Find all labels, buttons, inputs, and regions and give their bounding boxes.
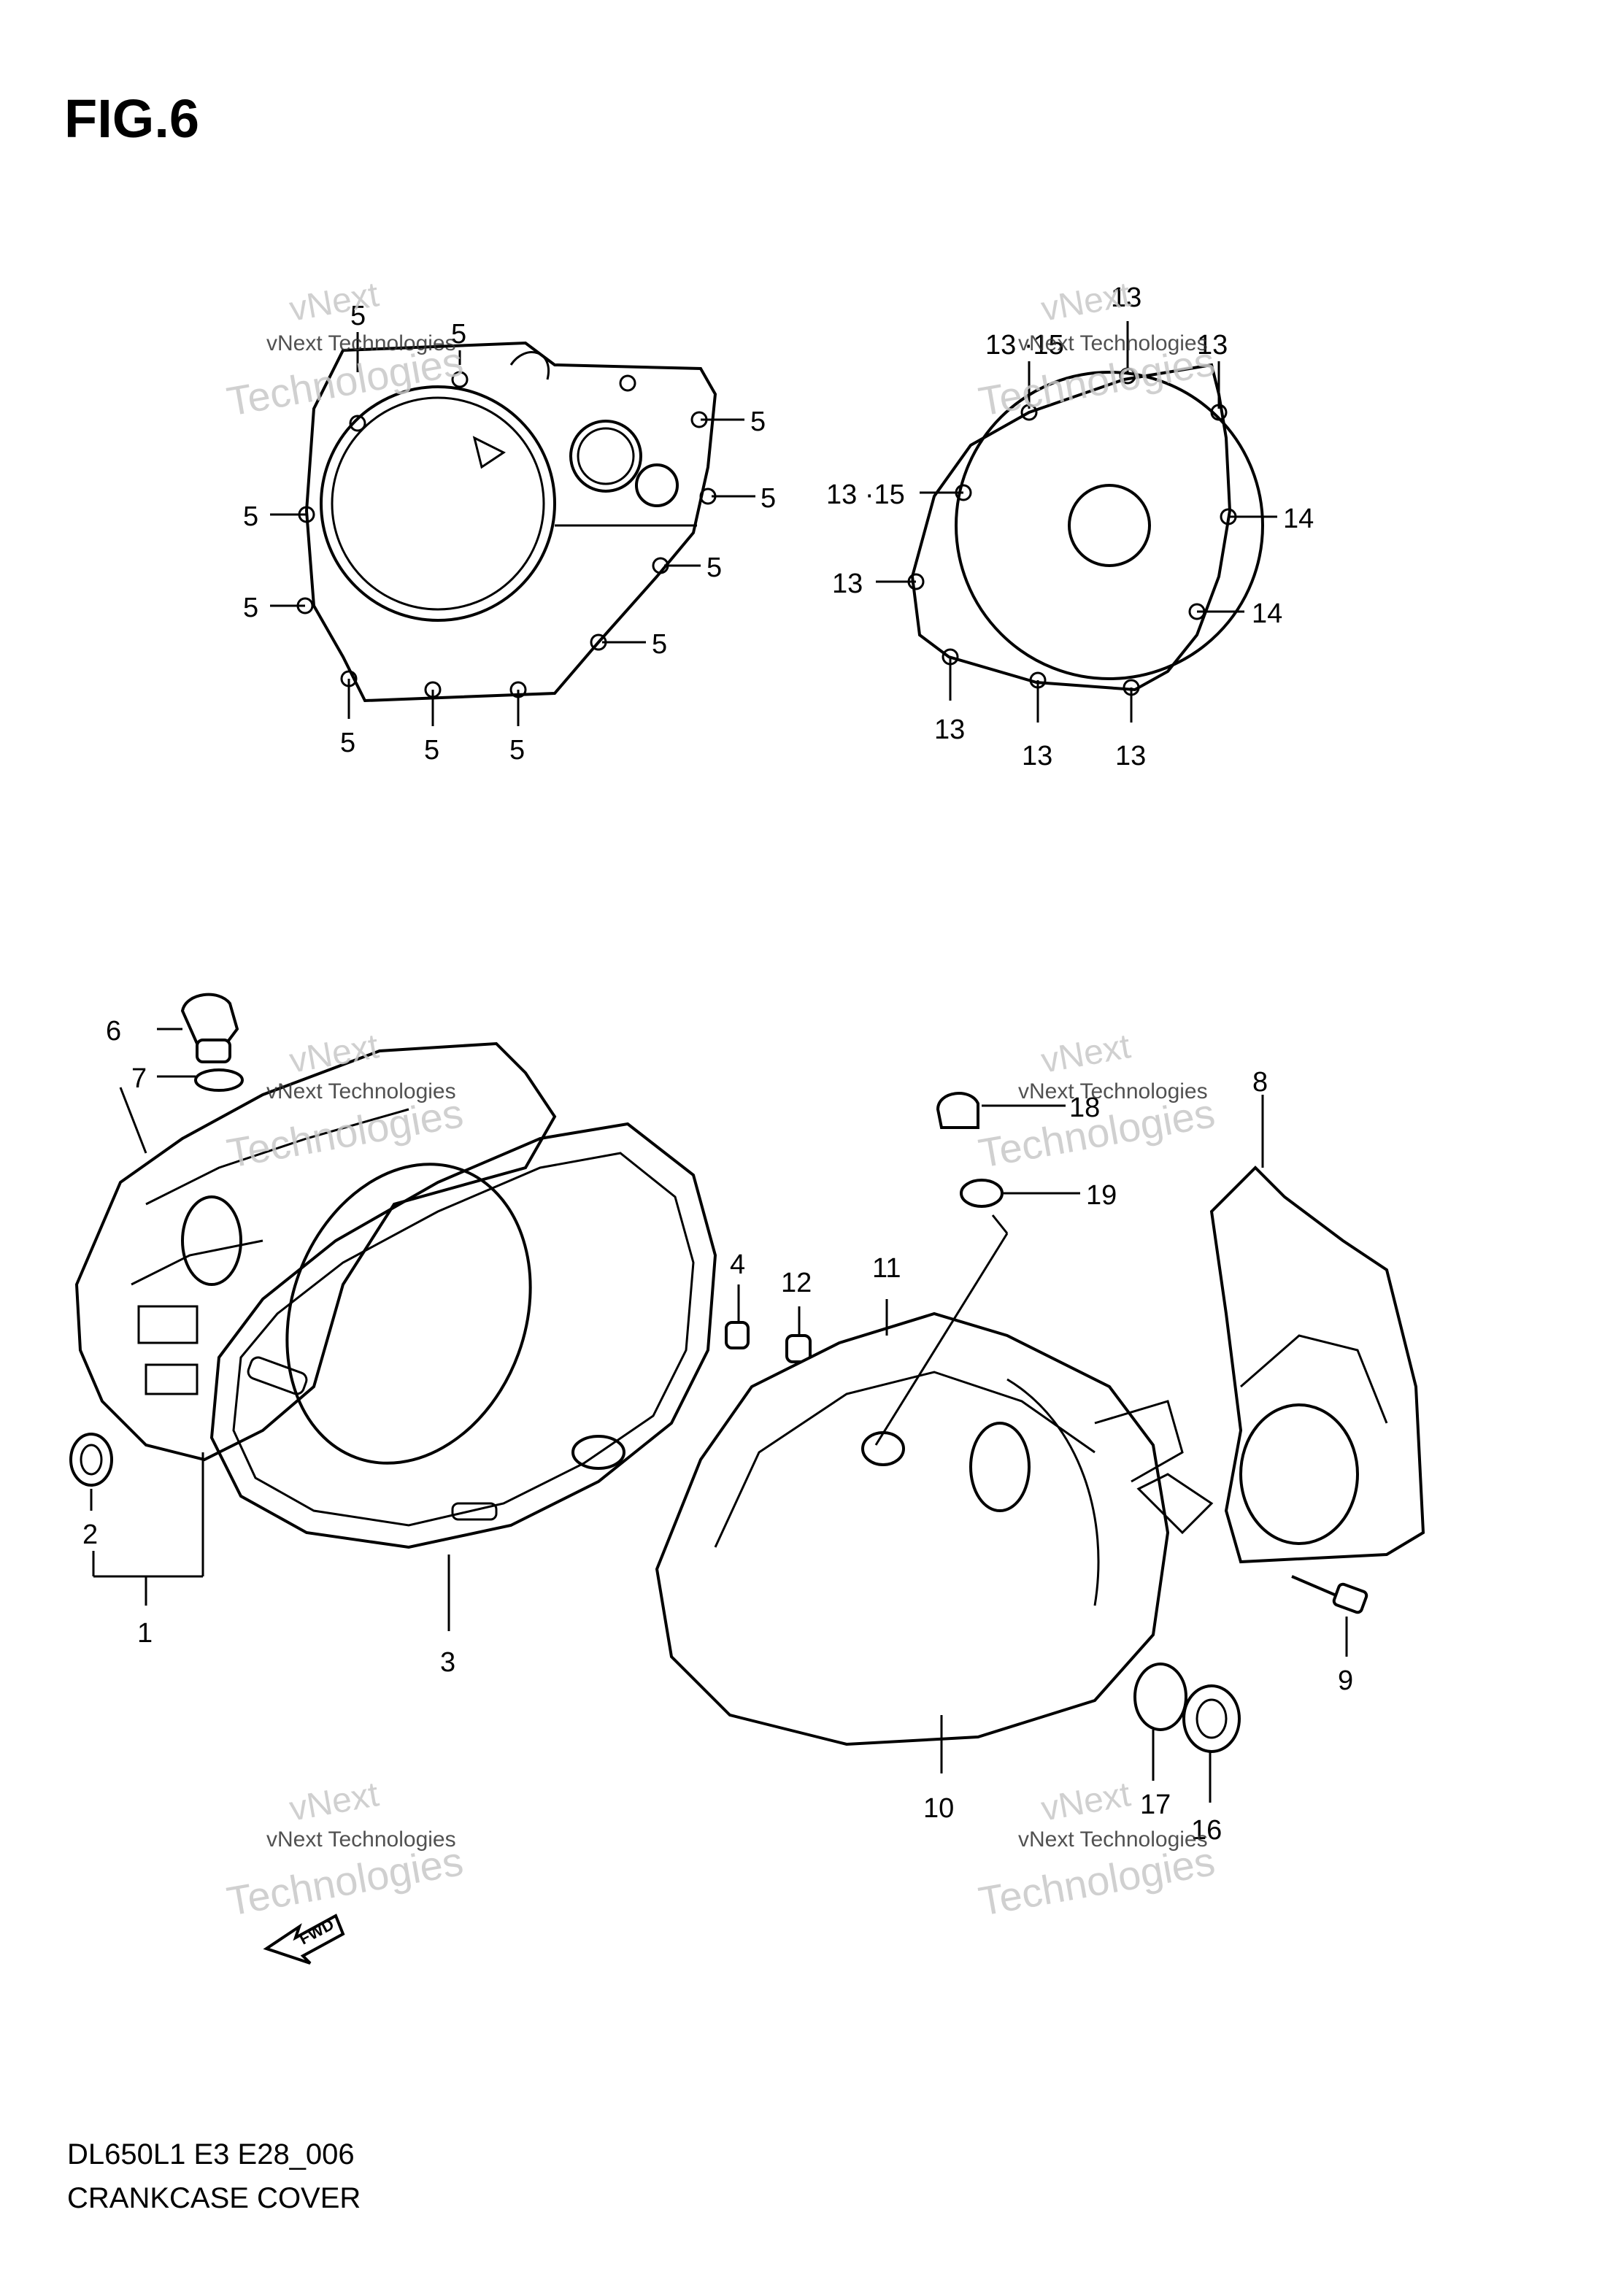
callout-5: 5	[761, 483, 776, 514]
callout-13: 13	[1111, 282, 1141, 313]
callout-13-15: 13 ·15	[985, 330, 1064, 361]
callout-13: 13	[934, 714, 965, 745]
watermark-text: vNext Technologies	[266, 331, 456, 355]
watermark-text: vNext	[287, 275, 382, 329]
callout-14: 14	[1283, 504, 1314, 534]
watermark-top-left: vNext Technologies vNext Technologies	[223, 275, 466, 424]
callout-5: 5	[451, 319, 466, 350]
callout-19: 19	[1086, 1180, 1117, 1211]
callout-18: 18	[1069, 1093, 1100, 1123]
callout-16: 16	[1191, 1815, 1222, 1846]
callout-5: 5	[243, 501, 258, 532]
callout-17: 17	[1140, 1790, 1171, 1820]
callout-13: 13	[1115, 741, 1146, 771]
o-ring-17: 17	[1133, 1663, 1187, 1820]
generator-cover: 10 11	[655, 1214, 1184, 1824]
dowel-pin-12: 12	[781, 1268, 812, 1363]
callout-5: 5	[243, 593, 258, 623]
callout-14: 14	[1252, 598, 1282, 629]
watermark-text: vNext Technologies	[1018, 1079, 1208, 1103]
callout-4: 4	[730, 1249, 745, 1280]
callout-1: 1	[137, 1618, 153, 1649]
callout-13-15: 13 ·15	[826, 479, 905, 510]
dowel-pin-4: 4	[725, 1249, 750, 1349]
clutch-cover-bolt-layout	[304, 341, 717, 703]
callout-9: 9	[1338, 1665, 1353, 1696]
plug-16: 16	[1182, 1684, 1241, 1846]
callout-6: 6	[106, 1016, 121, 1047]
fwd-arrow: FWD	[263, 1914, 345, 1965]
clutch-cover-gasket: 3	[209, 1122, 717, 1678]
callout-5: 5	[350, 301, 366, 331]
plug-18: 18	[936, 1092, 1100, 1129]
oil-filler-cap: 6	[106, 993, 239, 1063]
callout-1-bracket: 1	[92, 1452, 204, 1649]
callout-5: 5	[652, 629, 667, 660]
bolt-5-callouts: 5 5 5 5 5 5 5 5 5 5 5	[243, 301, 776, 766]
callout-5: 5	[424, 735, 439, 766]
o-ring-7: 7	[131, 1063, 244, 1094]
watermark-mid-right: vNext Technologies vNext Technologies	[975, 1027, 1218, 1176]
watermark-text: vNext Technologies	[1018, 331, 1208, 355]
generator-cover-bolt-layout	[910, 363, 1264, 692]
callout-5: 5	[509, 735, 525, 766]
bolt-13-14-callouts: 13 13 ·15 13 13 ·15 14 14 13 13 13 13	[826, 282, 1314, 771]
callout-5: 5	[706, 552, 722, 583]
bolt-9: 9	[1291, 1575, 1368, 1696]
callout-2: 2	[82, 1519, 98, 1550]
model-code: DL650L1 E3 E28_006	[67, 2138, 355, 2170]
callout-13: 13	[1022, 741, 1052, 771]
o-ring-19: 19	[960, 1179, 1117, 1211]
callout-10: 10	[923, 1793, 954, 1824]
callout-5: 5	[340, 728, 355, 758]
watermark-text: vNext	[1039, 1775, 1133, 1829]
watermark-text: vNext Technologies	[266, 1079, 456, 1103]
watermark-bottom-left: vNext Technologies vNext Technologies	[223, 1775, 466, 1924]
watermark-text: vNext	[1039, 1027, 1133, 1081]
callout-8: 8	[1252, 1067, 1268, 1098]
callout-7: 7	[131, 1063, 147, 1094]
callout-11: 11	[872, 1253, 901, 1284]
watermark-bottom-right: vNext Technologies vNext Technologies	[975, 1775, 1218, 1924]
callout-13: 13	[832, 569, 863, 599]
plug-2: 2	[69, 1433, 113, 1550]
figure-title: FIG.6	[64, 88, 200, 149]
callout-5: 5	[750, 407, 766, 437]
watermark-text: vNext	[287, 1775, 382, 1829]
watermark-text: vNext Technologies	[1018, 1827, 1208, 1852]
watermark-text: vNext	[1039, 275, 1133, 329]
crankcase-cover-clutch	[74, 1041, 557, 1462]
callout-3: 3	[440, 1647, 455, 1678]
callout-12: 12	[781, 1268, 812, 1298]
watermark-text: vNext Technologies	[266, 1827, 456, 1852]
sprocket-cover: 8	[1136, 1067, 1425, 1564]
callout-13: 13	[1197, 330, 1228, 361]
diagram-caption: CRANKCASE COVER	[67, 2182, 361, 2214]
